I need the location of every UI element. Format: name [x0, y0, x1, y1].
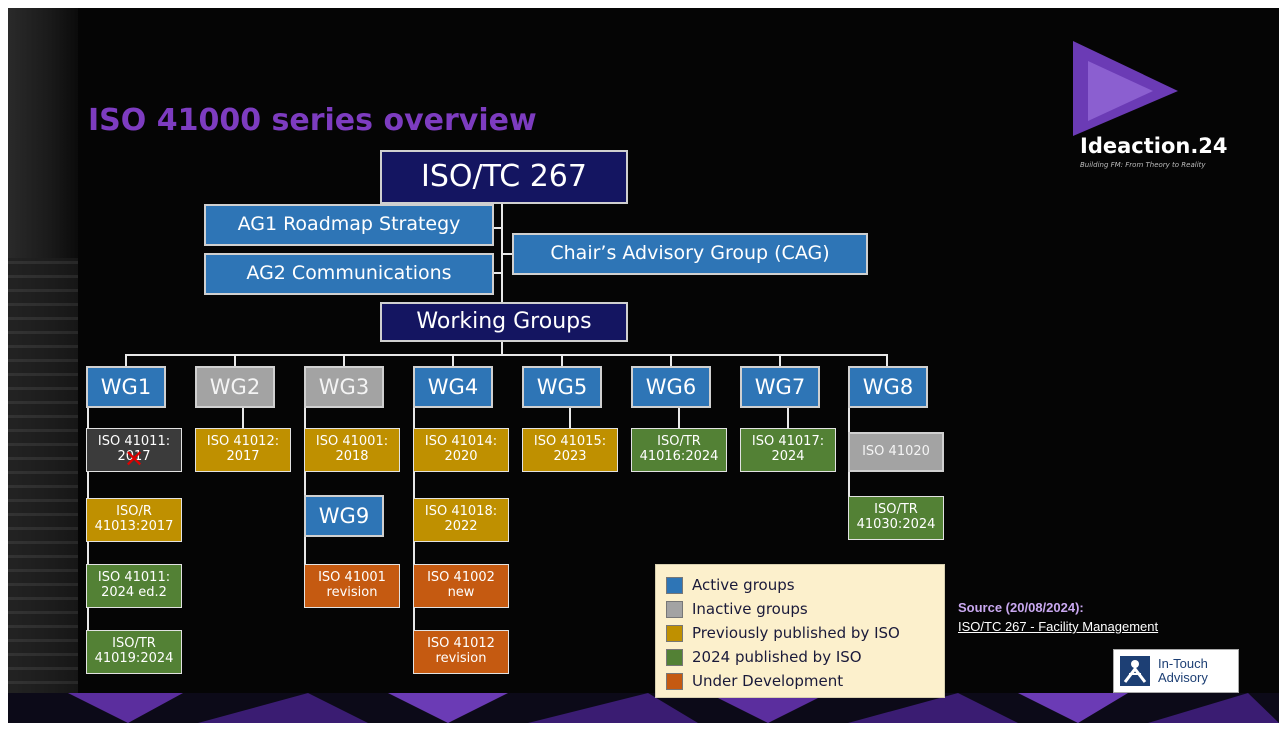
connector-hub-down — [501, 341, 503, 355]
legend-item: Inactive groups — [666, 597, 934, 621]
legend-label: Inactive groups — [692, 600, 808, 618]
connector-cag — [502, 253, 512, 255]
standard-box: ISO/TR 41030:2024 — [848, 496, 944, 540]
wg9-box: WG9 — [304, 495, 384, 537]
logo-name: Ideaction.24 — [1080, 134, 1228, 158]
root-node-box: ISO/TC 267 — [380, 150, 628, 204]
legend: Active groups Inactive groups Previously… — [655, 564, 945, 698]
connector-ag1 — [494, 227, 502, 229]
legend-swatch — [666, 648, 683, 666]
working-groups-hub-box: Working Groups — [380, 302, 628, 342]
standard-box: ISO 41014: 2020 — [413, 428, 509, 472]
slide: ISO 41000 series overview Ideaction.24 B… — [8, 8, 1279, 723]
connector-wg6 — [670, 354, 672, 366]
standard-box: ISO 41017: 2024 — [740, 428, 836, 472]
standard-box: ISO 41015: 2023 — [522, 428, 618, 472]
connector-wg7-item — [787, 408, 789, 428]
logo-tagline: Building FM: From Theory to Reality — [1080, 161, 1206, 169]
wg8-box: WG8 — [848, 366, 928, 408]
cag-box: Chair’s Advisory Group (CAG) — [512, 233, 868, 275]
ag2-box: AG2 Communications — [204, 253, 494, 295]
standard-box: ISO 41018: 2022 — [413, 498, 509, 542]
withdrawn-x-icon: ✕ — [124, 445, 145, 473]
connector-wg4 — [452, 354, 454, 366]
ag1-box: AG1 Roadmap Strategy — [204, 204, 494, 246]
legend-item: Active groups — [666, 573, 934, 597]
source-link[interactable]: ISO/TC 267 - Facility Management — [958, 619, 1159, 634]
badge-line1: In-Touch — [1158, 655, 1208, 671]
connector-wg6-item — [678, 408, 680, 428]
legend-item: 2024 published by ISO — [666, 645, 934, 669]
play-triangle-logo-icon — [1073, 41, 1178, 136]
standard-box: ISO/TR 41019:2024 — [86, 630, 182, 674]
standard-box: ISO 41020 — [848, 432, 944, 472]
connector-wg2 — [234, 354, 236, 366]
standard-box: ISO 41002 new — [413, 564, 509, 608]
wg5-box: WG5 — [522, 366, 602, 408]
connector-wg-bus — [125, 354, 888, 356]
wg7-box: WG7 — [740, 366, 820, 408]
wg4-box: WG4 — [413, 366, 493, 408]
connector-wg5-item — [569, 408, 571, 428]
legend-label: Under Development — [692, 672, 844, 690]
standard-box: ISO/R 41013:2017 — [86, 498, 182, 542]
connector-ag2 — [494, 272, 502, 274]
legend-swatch — [666, 624, 683, 642]
wg2-box: WG2 — [195, 366, 275, 408]
legend-label: Active groups — [692, 576, 795, 594]
slide-title: ISO 41000 series overview — [88, 103, 537, 138]
connector-wg7 — [779, 354, 781, 366]
standard-box: ISO 41012 revision — [413, 630, 509, 674]
wg6-box: WG6 — [631, 366, 711, 408]
wg3-box: WG3 — [304, 366, 384, 408]
legend-item: Previously published by ISO — [666, 621, 934, 645]
connector-wg8 — [886, 354, 888, 366]
badge-text: In-Touch Advisory — [1158, 655, 1208, 686]
connector-trunk — [501, 203, 503, 302]
in-touch-advisory-logo-icon — [1120, 656, 1150, 686]
legend-swatch — [666, 576, 683, 594]
connector-wg2-item — [242, 408, 244, 428]
badge-line2: Advisory — [1158, 670, 1208, 685]
legend-swatch — [666, 600, 683, 618]
standard-box-withdrawn: ISO 41011: 2017 — [86, 428, 182, 472]
legend-label: Previously published by ISO — [692, 624, 900, 642]
legend-item: Under Development — [666, 669, 934, 693]
legend-label: 2024 published by ISO — [692, 648, 862, 666]
bottom-band — [8, 693, 1279, 723]
connector-wg1 — [125, 354, 127, 366]
standard-box: ISO 41001 revision — [304, 564, 400, 608]
connector-wg3 — [343, 354, 345, 366]
wg1-box: WG1 — [86, 366, 166, 408]
connector-wg5 — [561, 354, 563, 366]
background-photo — [8, 8, 78, 698]
in-touch-advisory-badge: In-Touch Advisory — [1113, 649, 1239, 693]
standard-box: ISO 41011: 2024 ed.2 — [86, 564, 182, 608]
legend-swatch — [666, 672, 683, 690]
standard-box: ISO 41012: 2017 — [195, 428, 291, 472]
standard-box: ISO/TR 41016:2024 — [631, 428, 727, 472]
standard-box: ISO 41001: 2018 — [304, 428, 400, 472]
source-label: Source (20/08/2024): — [958, 600, 1084, 615]
bottom-triangles-decoration — [68, 693, 1279, 723]
